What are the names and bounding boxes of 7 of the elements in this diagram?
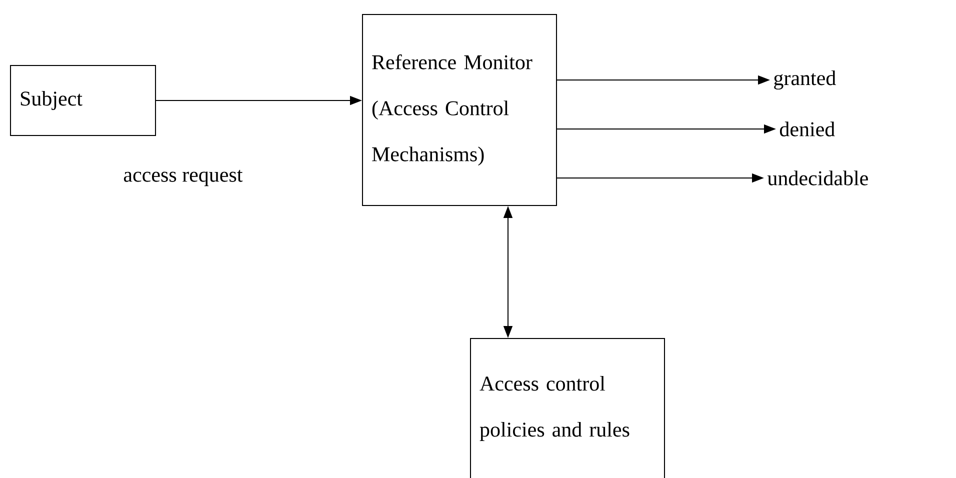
process-box: Subject — [10, 65, 156, 136]
outcome-text: granted — [774, 70, 836, 90]
process-box: Access control policies and rules — [470, 338, 665, 478]
outcome-text: denied — [780, 122, 835, 136]
outcome-text: undecidable — [767, 170, 868, 186]
process-box: Reference Monitor (Access Control Mechanisms) — [362, 14, 557, 206]
caption-text: access request — [124, 170, 243, 186]
